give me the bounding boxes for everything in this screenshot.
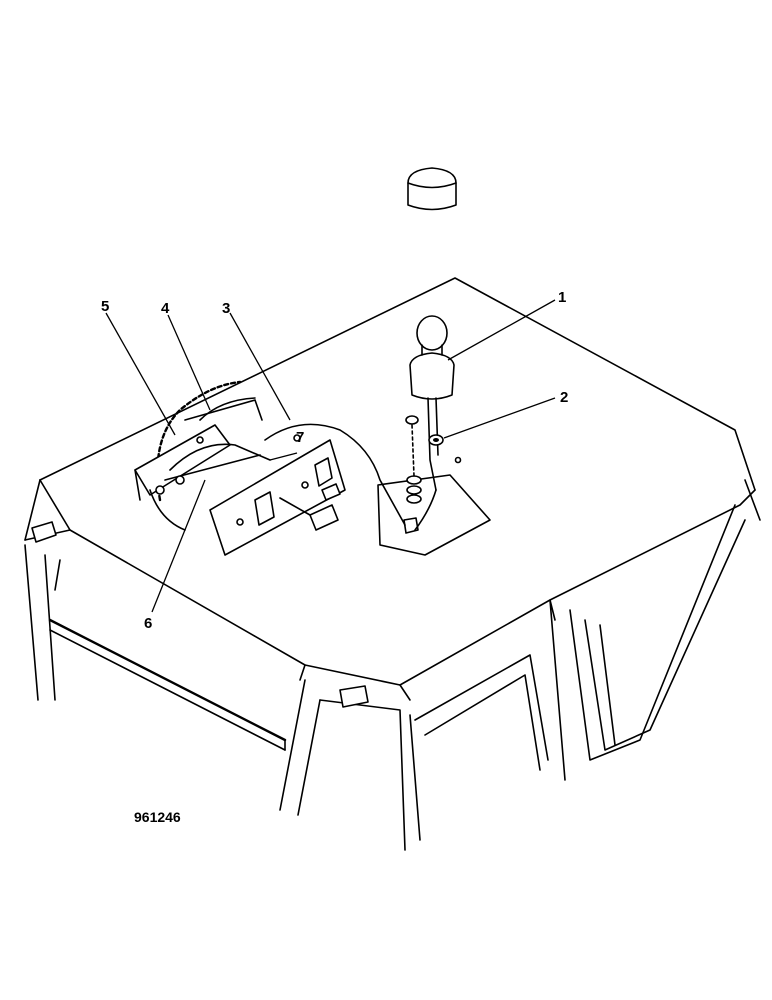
beacon-fixings	[403, 415, 462, 534]
switch-panel	[209, 434, 346, 556]
left-front-pillar	[24, 544, 61, 701]
leader-lines	[105, 299, 556, 613]
cab-roof	[24, 277, 756, 701]
plug-connector	[279, 483, 341, 531]
callout-6: 6	[144, 615, 152, 632]
callout-1: 1	[558, 289, 566, 306]
right-pillars	[414, 479, 761, 781]
drawing-number: 961246	[134, 809, 181, 825]
beacon-lens-cover	[407, 167, 457, 211]
callout-5: 5	[101, 298, 109, 315]
callout-3: 3	[222, 300, 230, 317]
beacon-assembly	[409, 315, 455, 491]
centre-front-pillar	[279, 679, 421, 851]
relay-bracket	[134, 399, 271, 531]
callout-2: 2	[560, 389, 568, 406]
wiring-harness	[264, 423, 437, 531]
windscreen-rail	[48, 618, 287, 751]
roof-marker-left	[31, 521, 57, 543]
callout-7: 7	[296, 429, 304, 446]
beacon-mounting-aperture	[377, 474, 491, 556]
callout-4: 4	[161, 300, 170, 317]
